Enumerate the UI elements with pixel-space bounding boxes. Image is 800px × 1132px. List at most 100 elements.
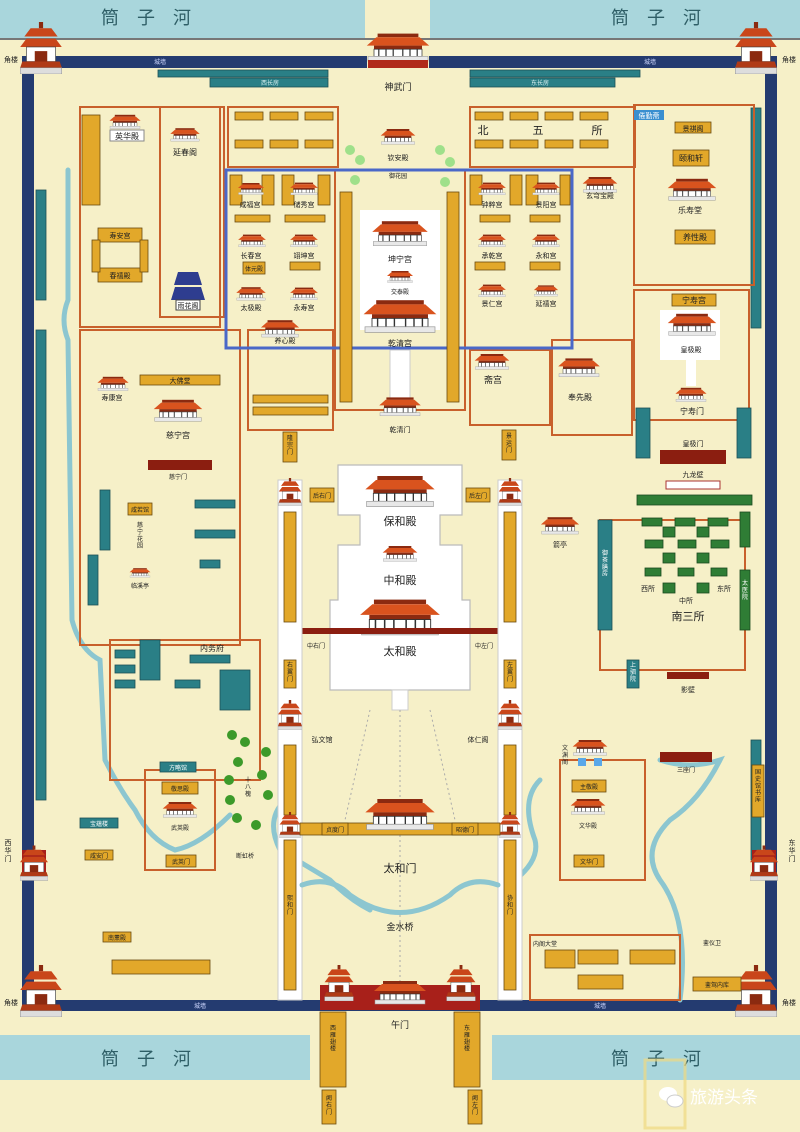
ningshoumen-label[interactable]: 宁寿门 xyxy=(680,406,704,416)
xiehemen-label[interactable]: 协和门 xyxy=(507,894,513,916)
juanqinzhai-label[interactable]: 倦勤斋 xyxy=(639,111,660,120)
fengxiandian-label[interactable]: 奉先殿 xyxy=(568,392,592,402)
wenhuamen-label[interactable]: 文华门 xyxy=(580,858,598,866)
zhaodemen-label[interactable]: 昭德门 xyxy=(456,826,474,834)
neigedatang-label[interactable]: 内阁大堂 xyxy=(533,940,557,948)
yanxigong-label[interactable]: 延禧宫 xyxy=(536,299,557,308)
luanyiwei-label[interactable]: 銮仪卫 xyxy=(703,939,721,947)
hongwenguan-label[interactable]: 弘文馆 xyxy=(312,735,333,744)
wuyingdian-label[interactable]: 武英殿 xyxy=(171,824,189,832)
shouangong-label[interactable]: 寿安宫 xyxy=(110,231,131,240)
yangxindian-label[interactable]: 养心殿 xyxy=(275,336,296,345)
yingbi-label[interactable]: 影壁 xyxy=(681,685,695,694)
jingqige-label[interactable]: 景祺阁 xyxy=(683,124,704,133)
tirenge-label[interactable]: 体仁阁 xyxy=(468,735,489,744)
xihuamen-label[interactable]: 西华门 xyxy=(5,839,12,863)
ningshougong-label[interactable]: 宁寿宫 xyxy=(682,295,706,305)
zhongsuo-label[interactable]: 中所 xyxy=(679,596,693,605)
yinghuadian-label[interactable]: 英华殿 xyxy=(115,131,139,141)
xianfugong-label[interactable]: 咸福宫 xyxy=(240,200,261,209)
yonghegong-label[interactable]: 永和宫 xyxy=(536,251,557,260)
xiyanchilou-label[interactable]: 西雁翅楼 xyxy=(330,1025,336,1053)
zhongzuomen-label[interactable]: 中左门 xyxy=(475,642,493,650)
queyoumen-label[interactable]: 阙右门 xyxy=(326,1094,332,1116)
baoyunlou-label[interactable]: 宝蕴楼 xyxy=(90,820,108,828)
taihemen-label[interactable]: 太和门 xyxy=(384,861,417,875)
chuxiugong-label[interactable]: 储秀宫 xyxy=(294,200,315,209)
yanchunge-label[interactable]: 延春阁 xyxy=(173,147,197,157)
taihedian-label[interactable]: 太和殿 xyxy=(384,645,417,658)
huangjidian-label[interactable]: 皇极殿 xyxy=(681,345,702,354)
neiwufu-label[interactable]: 内务府 xyxy=(200,643,224,653)
zhujingdian-label[interactable]: 主敬殿 xyxy=(580,783,598,791)
zhonghedian-label[interactable]: 中和殿 xyxy=(384,574,417,587)
xisuo-label[interactable]: 西所 xyxy=(641,584,655,593)
wumen-label[interactable]: 午门 xyxy=(391,1019,409,1031)
jingyanggong-label[interactable]: 景阳宫 xyxy=(536,200,557,209)
zhongcuigong-label[interactable]: 钟粹宫 xyxy=(482,200,503,209)
sanzuomen-label[interactable]: 三座门 xyxy=(677,766,695,774)
kunninggong-label[interactable]: 坤宁宫 xyxy=(388,254,412,264)
cininggong-label[interactable]: 慈宁宫 xyxy=(166,430,190,440)
zhaigong-label[interactable]: 斋宫 xyxy=(484,374,502,386)
yuchashanfang-label[interactable]: 御茶膳房 xyxy=(602,549,608,578)
zuoyimen-label[interactable]: 左翼门 xyxy=(507,661,513,683)
cininmen-label[interactable]: 慈宁门 xyxy=(169,473,187,481)
jinshuiqiao-label[interactable]: 金水桥 xyxy=(386,921,413,933)
wenyuange-label[interactable]: 文渊阁 xyxy=(562,744,568,766)
yikungong-label[interactable]: 翊坤宫 xyxy=(294,251,315,260)
houzuomen-label[interactable]: 后左门 xyxy=(469,492,487,500)
youyimen-label[interactable]: 右翼门 xyxy=(287,661,293,683)
linxiting-label[interactable]: 临溪亭 xyxy=(131,582,149,590)
dafotang-label[interactable]: 大佛堂 xyxy=(170,376,191,385)
longzongmen-label[interactable]: 隆宗门 xyxy=(287,434,293,456)
taijidian-label[interactable]: 太极殿 xyxy=(241,303,262,312)
wuyingmen-label[interactable]: 武英门 xyxy=(172,858,190,866)
houyoumen-label[interactable]: 后右门 xyxy=(313,492,331,500)
yuhuage-label[interactable]: 雨花阁 xyxy=(178,301,199,310)
yangxingdian-label[interactable]: 养性殿 xyxy=(683,232,707,242)
dongsuo-label[interactable]: 东所 xyxy=(717,584,731,593)
leshoutang-label[interactable]: 乐寿堂 xyxy=(678,205,702,215)
shibahuai-label[interactable]: 十八槐 xyxy=(245,776,251,798)
qianqinggong-label[interactable]: 乾清宫 xyxy=(388,338,412,348)
jiaotaidian-label[interactable]: 交泰殿 xyxy=(391,288,409,296)
huangjimen-label[interactable]: 皇极门 xyxy=(683,439,704,448)
yongshougong-label[interactable]: 永寿宫 xyxy=(294,303,315,312)
yuhuayuan-label[interactable]: 御花园 xyxy=(389,172,407,180)
qianqingmen-label[interactable]: 乾清门 xyxy=(390,425,411,434)
qinandian-label[interactable]: 钦安殿 xyxy=(388,153,409,162)
jingsidian-label[interactable]: 敬思殿 xyxy=(171,785,189,793)
nanxundian-label[interactable]: 南薰殿 xyxy=(108,934,126,942)
wenhuadian-label[interactable]: 文华殿 xyxy=(579,822,597,830)
xuanqiongbaodian-label[interactable]: 玄穹宝殿 xyxy=(586,191,614,200)
yihexuan-label[interactable]: 颐和轩 xyxy=(679,153,703,163)
donghuamen-label[interactable]: 东华门 xyxy=(789,838,796,863)
xiananmen-label[interactable]: 咸安门 xyxy=(90,852,108,860)
guoshiguan-label[interactable]: 国史馆书库 xyxy=(755,769,761,804)
tiyuandian-label[interactable]: 体元殿 xyxy=(245,265,263,273)
chunxidian-label[interactable]: 春禧殿 xyxy=(110,271,131,280)
baohedian-label[interactable]: 保和殿 xyxy=(384,514,417,528)
zhendumen-label[interactable]: 贞度门 xyxy=(326,826,344,834)
jianting-label[interactable]: 箭亭 xyxy=(553,540,567,549)
duanhongqiao-label[interactable]: 断虹桥 xyxy=(236,852,254,860)
chengqiangong-label[interactable]: 承乾宫 xyxy=(482,251,503,260)
xianruoguan-label[interactable]: 咸若馆 xyxy=(131,506,149,514)
dongyanchilou-label[interactable]: 东雁翅楼 xyxy=(464,1024,470,1053)
jingyunmen-label[interactable]: 景运门 xyxy=(506,433,512,454)
jingrengong-label[interactable]: 景仁宫 xyxy=(482,299,503,308)
taiyiyuan-label[interactable]: 太医院 xyxy=(742,579,748,601)
shenwumen-label[interactable]: 神武门 xyxy=(384,81,411,93)
shangsiyuan-label[interactable]: 上驷院 xyxy=(630,661,636,683)
luanjiaku-label[interactable]: 銮驾内库 xyxy=(705,981,729,989)
zhongyoumen-label[interactable]: 中右门 xyxy=(307,642,325,650)
xihemen-label[interactable]: 熙和门 xyxy=(287,895,293,916)
cininghuayuan-label[interactable]: 慈宁花园 xyxy=(137,521,143,550)
quezuomen-label[interactable]: 阙左门 xyxy=(472,1094,478,1116)
changchungong-label[interactable]: 长春宫 xyxy=(241,251,262,260)
jiulongbi-label[interactable]: 九龙壁 xyxy=(683,470,704,479)
shoukanggong-label[interactable]: 寿康宫 xyxy=(102,393,123,402)
fanglueguan-label[interactable]: 方略馆 xyxy=(169,764,187,772)
nansansuo-label[interactable]: 南三所 xyxy=(672,610,705,623)
